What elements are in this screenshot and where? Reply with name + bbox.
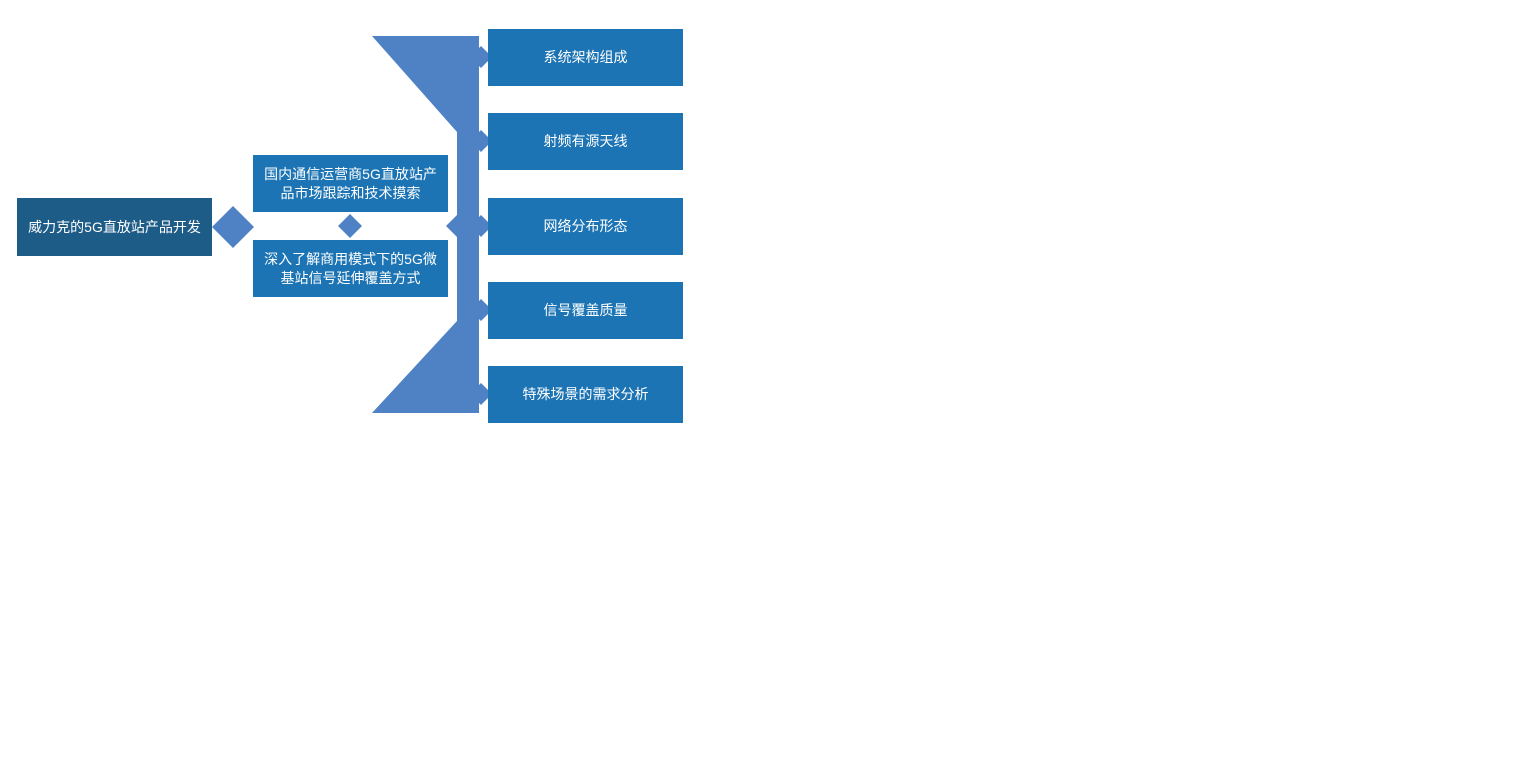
middle-diamond-connector (338, 214, 362, 238)
leaf-node-label: 射频有源天线 (543, 133, 628, 150)
leaf-node-label: 信号覆盖质量 (543, 302, 628, 319)
root-node: 威力克的5G直放站产品开发 (17, 198, 212, 256)
leaf-node-signal-coverage-quality: 信号覆盖质量 (488, 282, 683, 339)
leaf-node-label: 系统架构组成 (543, 49, 628, 66)
leaf-diamond-connector-3 (470, 215, 492, 237)
leaf-node-label: 特殊场景的需求分析 (522, 386, 649, 403)
middle-node-market-tracking: 国内通信运营商5G直放站产品市场跟踪和技术摸索 (253, 155, 448, 212)
leaf-node-label: 网络分布形态 (543, 218, 628, 235)
leaf-diamond-connector-5 (470, 383, 492, 405)
middle-node-coverage-mode: 深入了解商用模式下的5G微基站信号延伸覆盖方式 (253, 240, 448, 297)
middle-node-label: 国内通信运营商5G直放站产品市场跟踪和技术摸索 (264, 165, 437, 201)
leaf-node-network-distribution: 网络分布形态 (488, 198, 683, 255)
root-diamond-connector (212, 206, 254, 248)
leaf-diamond-connector-4 (470, 299, 492, 321)
leaf-node-rf-active-antenna: 射频有源天线 (488, 113, 683, 170)
leaf-diamond-connector-2 (470, 130, 492, 152)
leaf-node-system-architecture: 系统架构组成 (488, 29, 683, 86)
middle-node-label: 深入了解商用模式下的5G微基站信号延伸覆盖方式 (264, 250, 437, 286)
leaf-node-special-scenario-analysis: 特殊场景的需求分析 (488, 366, 683, 423)
strip-left-diamond-connector (446, 215, 468, 237)
leaf-diamond-connector-1 (470, 46, 492, 68)
root-node-label: 威力克的5G直放站产品开发 (28, 218, 201, 235)
